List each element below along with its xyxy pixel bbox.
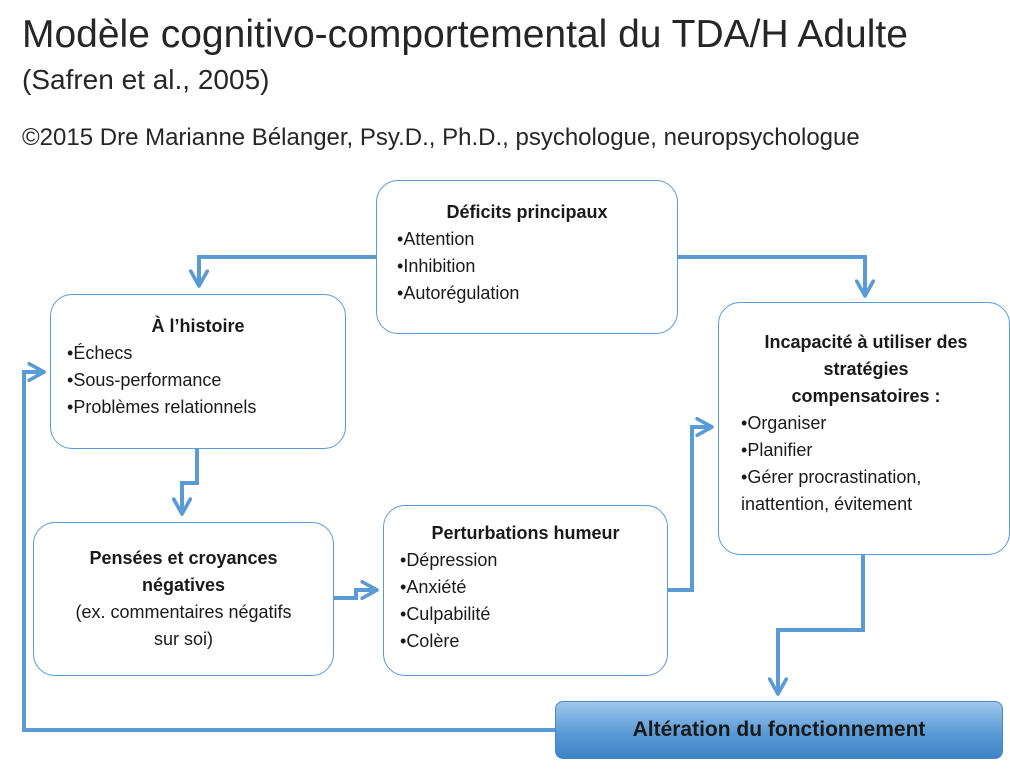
- box-note-line: sur soi): [153, 629, 213, 649]
- arrow-alteration-to-histoire: [22, 372, 555, 732]
- list-item-continuation: inattention, évitement: [741, 494, 913, 514]
- list-item: Gérer procrastination,: [741, 464, 991, 491]
- list-item: Sous-performance: [67, 367, 329, 394]
- box-title: Déficits principaux: [446, 202, 608, 222]
- page-title: Modèle cognitivo-comportemental du TDA/H…: [22, 13, 908, 56]
- box-pensees-croyances: Pensées et croyances négatives (ex. comm…: [33, 522, 334, 676]
- box-histoire: À l’histoire Échecs Sous-performance Pro…: [50, 294, 346, 449]
- arrow-incapacite-to-alteration: [778, 555, 865, 694]
- arrow-histoire-to-pensees: [182, 449, 199, 514]
- page-subtitle: (Safren et al., 2005): [22, 64, 270, 95]
- list-item: Planifier: [741, 437, 991, 464]
- box-incapacite-strategies: Incapacité à utiliser des stratégies com…: [718, 302, 1010, 555]
- arrow-deficits-to-incapacite: [678, 255, 865, 296]
- copyright-credit: ©2015 Dre Marianne Bélanger, Psy.D., Ph.…: [22, 124, 860, 151]
- box-title: À l’histoire: [151, 316, 245, 336]
- outcome-label: Altération du fonctionnement: [632, 718, 926, 741]
- box-title-line: stratégies: [823, 359, 909, 379]
- list-item: Colère: [400, 628, 651, 655]
- box-title-line: Pensées et croyances: [89, 548, 278, 568]
- list-item: Attention: [397, 226, 657, 253]
- list-item: Culpabilité: [400, 601, 651, 628]
- list-item: Problèmes relationnels: [67, 394, 329, 421]
- box-deficits-principaux: Déficits principaux Attention Inhibition…: [376, 180, 678, 334]
- box-title-line: Incapacité à utiliser des: [764, 332, 968, 352]
- list-item: Organiser: [741, 410, 991, 437]
- list-item: Inhibition: [397, 253, 657, 280]
- box-perturbations-humeur: Perturbations humeur Dépression Anxiété …: [383, 505, 668, 676]
- box-title: Perturbations humeur: [431, 523, 620, 543]
- list-item: Dépression: [400, 547, 651, 574]
- arrow-pensees-to-humeur: [334, 590, 377, 600]
- arrow-humeur-to-incapacite: [668, 427, 712, 592]
- list-item: Anxiété: [400, 574, 651, 601]
- list-item: Autorégulation: [397, 280, 657, 307]
- box-note-line: (ex. commentaires négatifs: [75, 602, 292, 622]
- box-title-line: négatives: [141, 575, 226, 595]
- box-title-line: compensatoires :: [791, 386, 941, 406]
- box-alteration-fonctionnement: Altération du fonctionnement: [555, 701, 1003, 759]
- list-item: Échecs: [67, 340, 329, 367]
- arrow-deficits-to-histoire: [199, 255, 376, 286]
